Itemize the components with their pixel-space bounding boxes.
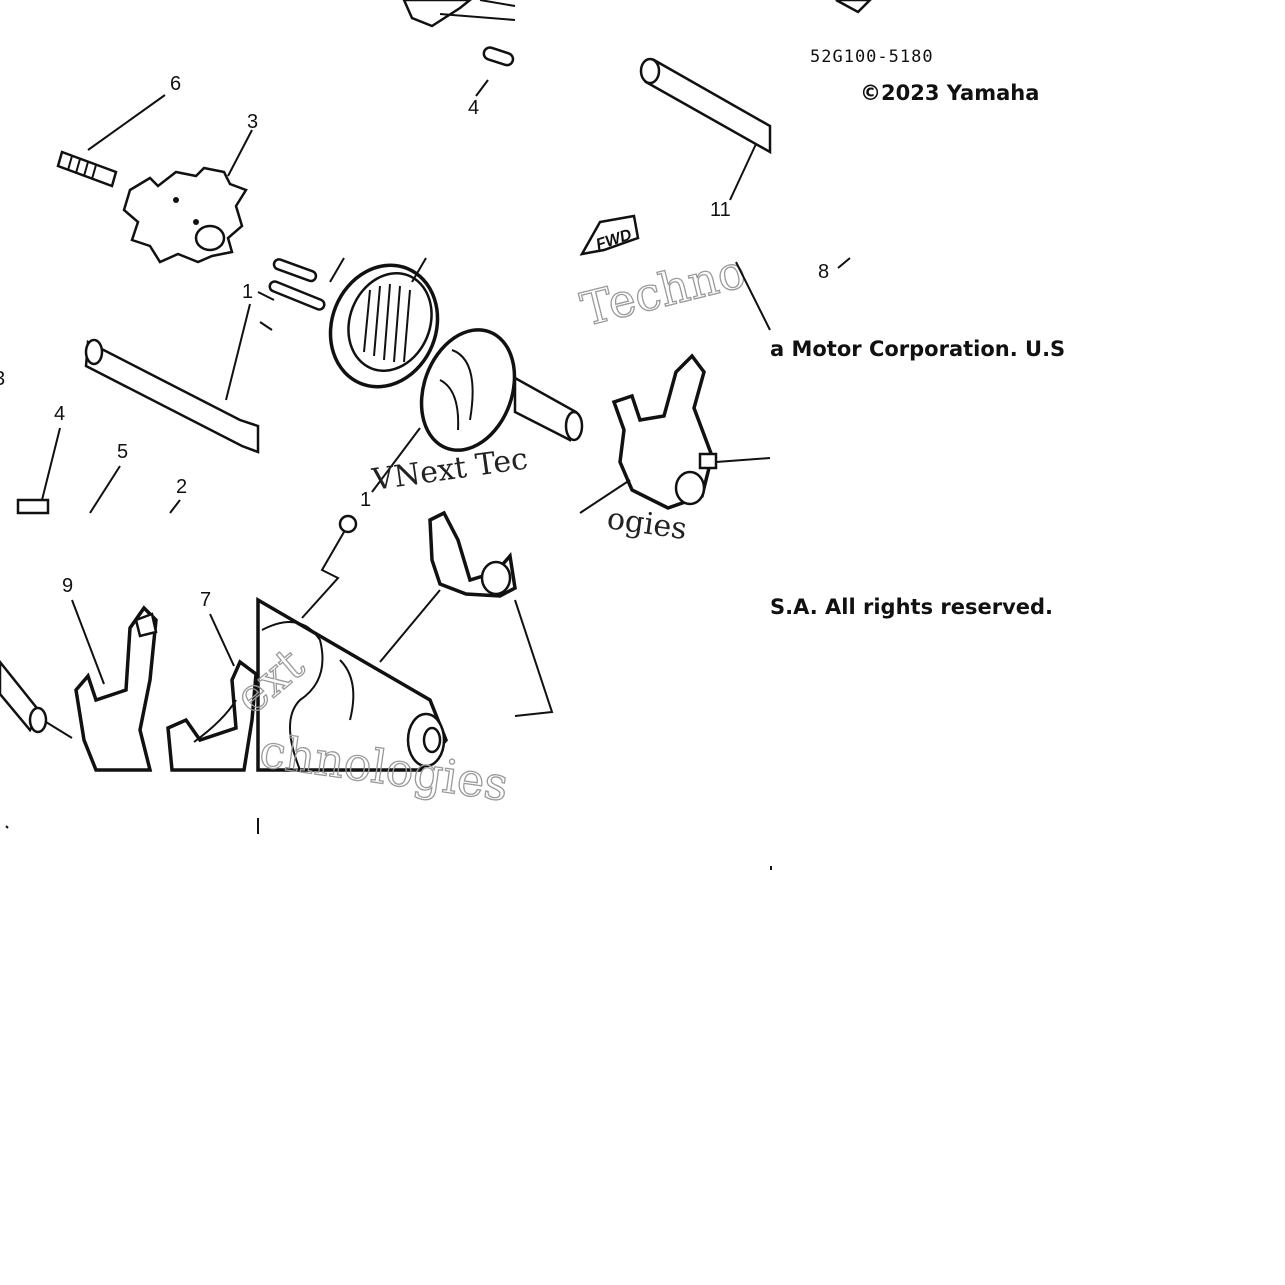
callout-4: 4 — [468, 97, 479, 119]
tile-text-column: 52G100-5180 ©2023 Yamaha 8 a Motor Corpo… — [770, 0, 1065, 619]
shift-fork-shaft — [84, 303, 260, 454]
shift-drum — [256, 596, 449, 772]
tile-bottom-left: 9 7 — [0, 575, 258, 772]
callout-6: 6 — [170, 73, 181, 95]
callout-5: 5 — [117, 441, 128, 463]
callout-1b: 1 — [360, 489, 371, 511]
copyright-segment-2: a Motor Corporation. U.S — [770, 337, 1065, 361]
tile-bottom-center: ext chnologies — [224, 510, 554, 812]
callout-2: 2 — [176, 476, 187, 498]
tile-top-right: 11 FWD — [579, 57, 772, 256]
shift-fork-part-9 — [74, 605, 158, 772]
shift-fork-part-8 — [579, 353, 771, 514]
callout-1: 1 — [242, 281, 253, 303]
tile-top-middle: 4 — [402, 0, 516, 119]
part-code: 52G100-5180 — [810, 47, 934, 67]
callout-8: 8 — [818, 261, 829, 283]
bolt-part-6 — [56, 94, 166, 188]
tile-center: 1 VNext Tec — [328, 257, 530, 511]
callout-9: 9 — [62, 575, 73, 597]
callout-7: 7 — [200, 589, 211, 611]
watermark-ogies: ogies — [605, 501, 689, 547]
watermark-techno: Techno — [576, 244, 751, 337]
needle-bearing — [328, 257, 440, 389]
copyright-segment-1: ©2023 Yamaha — [860, 81, 1039, 105]
callout-3: 3 — [247, 111, 258, 133]
tile-top-left: 6 3 1 3 4 5 2 — [0, 73, 326, 515]
callout-3b: 3 — [0, 368, 5, 390]
shift-drum-end — [419, 328, 517, 452]
copyright-segment-3: S.A. All rights reserved. — [770, 595, 1053, 619]
shift-fork-part-7 — [166, 659, 258, 772]
pins-part-1 — [257, 258, 326, 331]
fwd-arrow-icon: FWD — [579, 214, 640, 256]
callout-4b: 4 — [54, 403, 65, 425]
callout-11: 11 — [710, 199, 731, 221]
shift-fork-center — [428, 510, 517, 598]
segment-gear-part-3 — [122, 129, 253, 264]
tile-right-middle: Techno ogies — [513, 243, 771, 547]
